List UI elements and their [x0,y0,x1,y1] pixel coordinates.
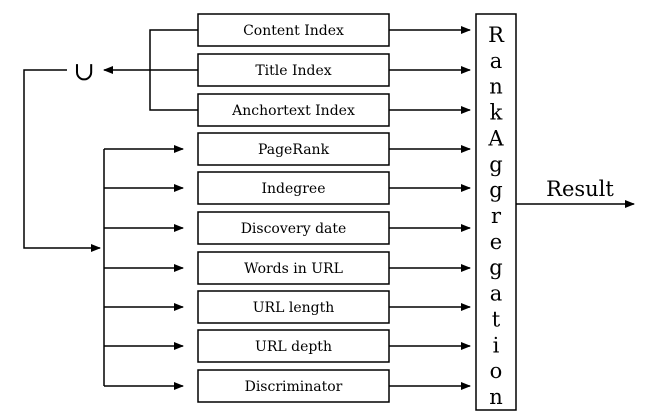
rank-aggregation-letter: k [490,101,503,125]
union-symbol: ∪ [73,57,95,87]
rank-aggregation-letter: e [490,230,502,254]
feature-box-pagerank: PageRank [197,132,390,166]
feature-box-url-depth: URL depth [197,329,390,363]
rank-aggregation-letter: g [489,256,502,280]
rank-aggregation-letter: t [492,307,501,331]
feature-box-label: Discovery date [241,221,347,237]
rank-aggregation-letter: a [490,282,503,306]
feature-box-label: URL length [253,300,334,316]
index-box-label: Anchortext Index [231,103,355,119]
index-box-label: Title Index [255,63,331,79]
feature-box-label: URL depth [255,339,332,355]
index-box-anchortext: Anchortext Index [197,93,390,127]
result-label: Result [546,177,614,201]
feature-box-label: Discriminator [245,379,343,395]
feature-box-url-length: URL length [197,290,390,324]
feature-box-discriminator: Discriminator [197,369,390,403]
rank-aggregation-letter: a [490,49,503,73]
rank-aggregation-letter: g [489,178,502,202]
rank-aggregation-letter: n [489,75,503,99]
arrow-union-to-features [23,69,101,252]
feature-box-indegree: Indegree [197,171,390,205]
rank-aggregation-letter: g [489,152,502,176]
feature-box-words-in-url: Words in URL [197,251,390,285]
rank-aggregation-letter: n [489,385,503,409]
rank-aggregation-letter: r [491,204,502,228]
rank-aggregation-box [475,13,517,411]
feature-box-label: Words in URL [244,261,343,277]
rank-aggregation-letter: i [493,333,500,357]
index-box-content: Content Index [197,13,390,47]
rank-aggregation-letter: R [488,23,505,47]
feature-box-label: PageRank [258,142,330,158]
rank-aggregation-letter: A [487,126,504,150]
index-box-label: Content Index [243,23,344,39]
feature-box-label: Indegree [261,181,325,197]
rank-aggregation-letter: o [490,359,503,383]
feature-box-discovery-date: Discovery date [197,211,390,245]
index-box-title: Title Index [197,53,390,87]
